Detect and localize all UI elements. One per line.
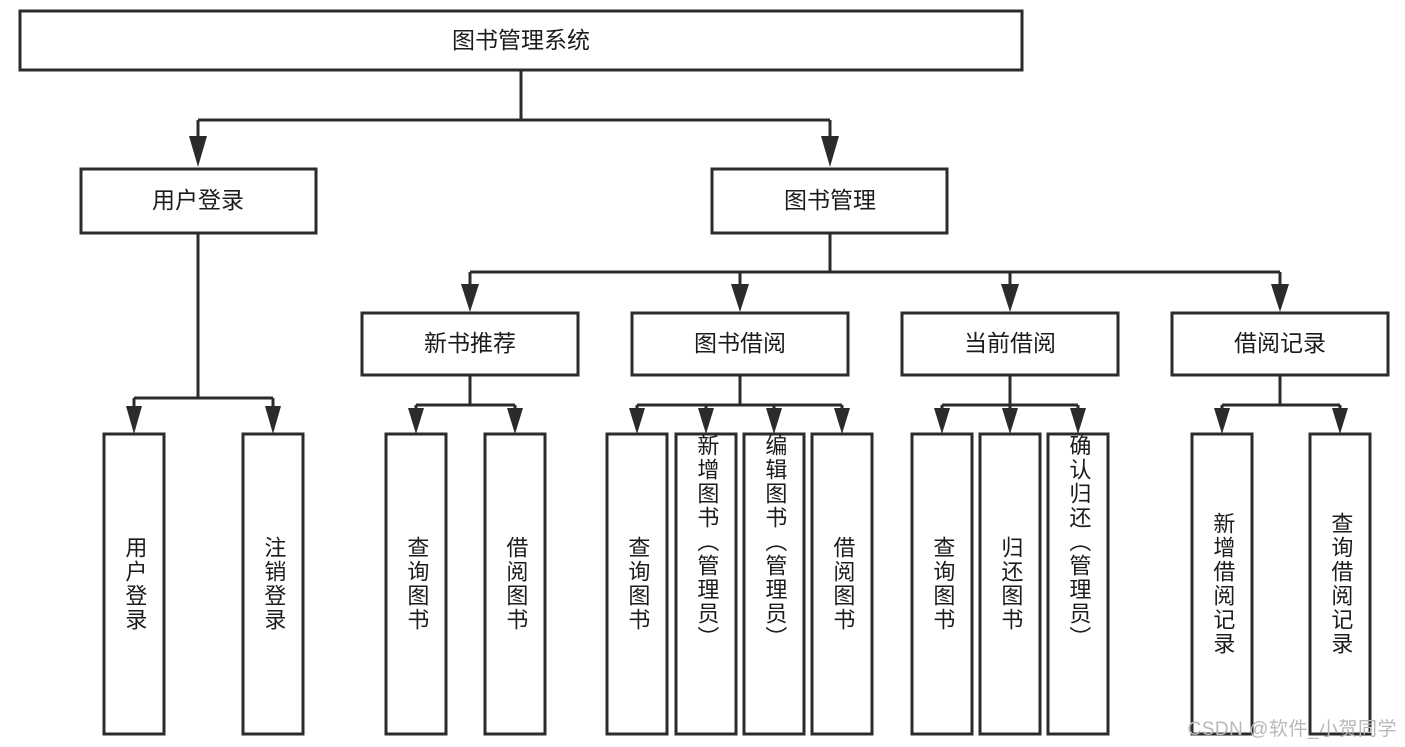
node-label-root: 图书管理系统 (452, 27, 590, 53)
arrow-down-icon (1002, 408, 1018, 434)
node-label-borrow-record: 借阅记录 (1234, 330, 1326, 356)
leaf-box-query-record[interactable] (1308, 432, 1372, 736)
node-label-user-login: 用户登录 (152, 187, 244, 213)
connector-currentborrow-to-leaves (934, 375, 1086, 434)
node-root-system[interactable]: 图书管理系统 (18, 9, 1024, 72)
arrow-down-icon (821, 136, 839, 167)
leaf-boxes (102, 432, 1372, 736)
arrow-down-icon (834, 408, 850, 434)
leaf-box-borrow-book-1[interactable] (483, 432, 547, 736)
leaf-box-add-book[interactable] (674, 432, 738, 736)
arrow-down-icon (934, 408, 950, 434)
connector-borrowbook-to-leaves (629, 375, 850, 434)
node-box (710, 167, 949, 235)
leaf-box-borrow-book-2[interactable] (810, 432, 874, 736)
arrow-down-icon (1332, 408, 1348, 434)
node-box (900, 311, 1120, 377)
leaf-box-query-book-3[interactable] (910, 432, 974, 736)
node-book-borrow[interactable]: 图书借阅 (630, 311, 850, 377)
arrow-down-icon (189, 136, 207, 167)
node-current-borrow[interactable]: 当前借阅 (900, 311, 1120, 377)
arrow-down-icon (698, 408, 714, 434)
connector-userlogin-to-leaves (126, 233, 281, 434)
node-book-management[interactable]: 图书管理 (710, 167, 949, 235)
node-label-book-borrow: 图书借阅 (694, 330, 786, 356)
leaf-box-confirm-return[interactable] (1046, 432, 1110, 736)
connector-borrowrecord-to-leaves (1214, 375, 1348, 434)
leaf-box-logout[interactable] (241, 432, 305, 736)
node-box (79, 167, 318, 235)
node-new-book-recommend[interactable]: 新书推荐 (360, 311, 580, 377)
arrow-down-icon (408, 408, 424, 434)
arrow-down-icon (126, 406, 142, 434)
arrow-down-icon (1001, 284, 1019, 312)
arrow-down-icon (731, 284, 749, 312)
arrow-down-icon (1214, 408, 1230, 434)
arrow-down-icon (461, 284, 479, 312)
arrow-down-icon (766, 408, 782, 434)
connector-newbook-to-leaves (408, 375, 523, 434)
node-label-current-borrow: 当前借阅 (964, 330, 1056, 356)
node-box (18, 9, 1024, 72)
node-label-book-management: 图书管理 (784, 187, 876, 213)
node-box (1170, 311, 1390, 377)
leaf-box-query-book-2[interactable] (605, 432, 669, 736)
leaf-box-user-login[interactable] (102, 432, 166, 736)
arrow-down-icon (507, 408, 523, 434)
leaf-box-query-book-1[interactable] (384, 432, 448, 736)
node-label-new-book-recommend: 新书推荐 (424, 330, 516, 356)
leaf-box-return-book[interactable] (978, 432, 1042, 736)
arrow-down-icon (1271, 284, 1289, 312)
arrow-down-icon (265, 406, 281, 434)
node-borrow-record[interactable]: 借阅记录 (1170, 311, 1390, 377)
node-box (360, 311, 580, 377)
arrow-down-icon (629, 408, 645, 434)
connector-root-to-level2 (189, 70, 839, 167)
node-user-login[interactable]: 用户登录 (79, 167, 318, 235)
leaf-box-edit-book[interactable] (742, 432, 806, 736)
leaf-box-add-record[interactable] (1190, 432, 1254, 736)
watermark-text: CSDN @软件_小贺同学 (1187, 719, 1397, 740)
arrow-down-icon (1070, 408, 1086, 434)
node-box (630, 311, 850, 377)
connector-bookmgmt-to-level3 (461, 233, 1289, 312)
